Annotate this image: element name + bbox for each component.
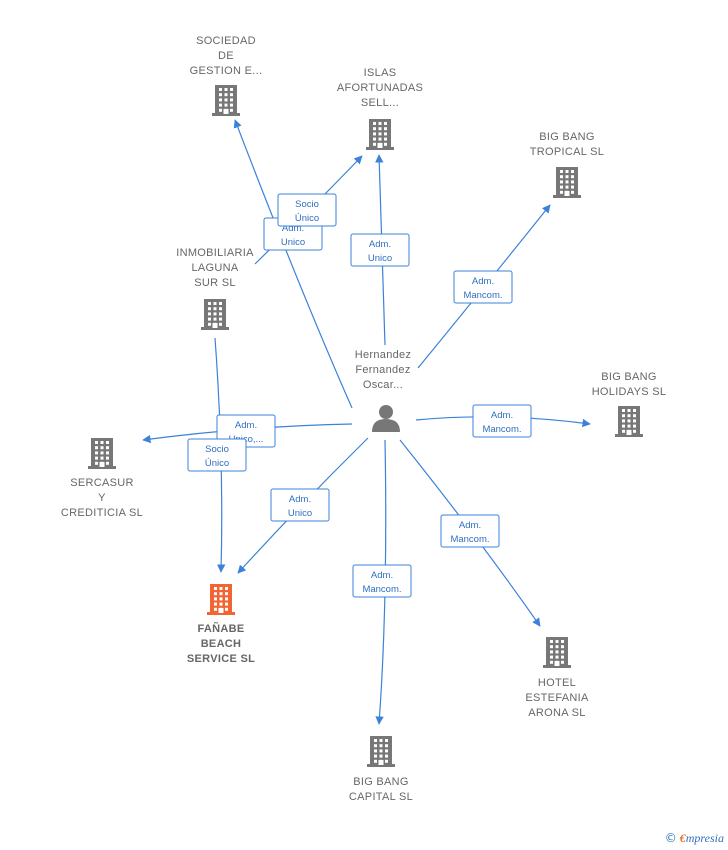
fanabe-label-line: SERVICE SL: [187, 653, 255, 665]
holidays-label-line: HOLIDAYS SL: [592, 386, 667, 398]
relation-badge-text: Único: [295, 213, 319, 224]
sociedad-building-icon: [212, 85, 240, 116]
relation-badge-text: Adm.: [472, 276, 494, 287]
relation-badge-text: Adm.: [371, 570, 393, 581]
node-estefania[interactable]: HOTEL ESTEFANIA ARONA SL: [525, 637, 589, 719]
capital-label-line: BIG BANG: [353, 776, 409, 788]
person-label-line: Oscar...: [363, 379, 403, 391]
brand-logo: ©€mpresia: [665, 831, 724, 846]
person-label-line: Fernandez: [355, 364, 410, 376]
inmobiliaria-label-line: INMOBILIARIA: [176, 247, 254, 259]
relation-badge-text: Adm.: [282, 223, 304, 234]
relation-badge-text: Mancom.: [362, 584, 401, 595]
islas-building-icon: [366, 119, 394, 150]
sercasur-label-line: SERCASUR: [70, 477, 134, 489]
fanabe-building-icon: [207, 584, 235, 615]
islas-label-line: ISLAS: [364, 67, 397, 79]
relation-badge-text: Mancom.: [450, 534, 489, 545]
relation-badge-text: Mancom.: [482, 424, 521, 435]
relation-badge-text: Socio: [295, 199, 319, 210]
relation-badge-text: Unico: [288, 508, 312, 519]
relation-badge: Adm. Mancom.: [453, 270, 513, 304]
person-label-line: Hernandez: [355, 349, 412, 361]
relation-badge-text: Unico: [368, 253, 392, 264]
tropical-label-line: TROPICAL SL: [530, 146, 604, 158]
node-holidays[interactable]: BIG BANG HOLIDAYS SL: [592, 371, 667, 437]
relation-badge-text: Adm.: [235, 420, 257, 431]
sociedad-label-line: DE: [218, 50, 234, 62]
person-icon: [372, 405, 400, 432]
brand-initial: €: [679, 831, 686, 845]
estefania-label-line: HOTEL: [538, 677, 576, 689]
node-tropical[interactable]: BIG BANG TROPICAL SL: [530, 131, 604, 198]
relation-badge: Adm. Mancom.: [352, 564, 412, 598]
tropical-label-line: BIG BANG: [539, 131, 595, 143]
relation-badge: Adm. Unico: [270, 488, 330, 522]
brand-name: mpresia: [685, 831, 724, 845]
estefania-label-line: ARONA SL: [528, 707, 585, 719]
sercasur-label-line: CREDITICIA SL: [61, 507, 143, 519]
relation-badges: Adm.UnicoSocioÚnicoAdm.UnicoAdm.Mancom.A…: [187, 193, 532, 598]
sercasur-building-icon: [88, 438, 116, 469]
sociedad-label-line: SOCIEDAD: [196, 35, 256, 47]
fanabe-label-line: BEACH: [201, 638, 242, 650]
relation-badge: Adm. Unico: [350, 233, 410, 267]
holidays-label-line: BIG BANG: [601, 371, 657, 383]
inmobiliaria-label-line: LAGUNA: [191, 262, 238, 274]
holidays-building-icon: [615, 406, 643, 437]
sociedad-label-line: GESTION E...: [190, 65, 263, 77]
tropical-building-icon: [553, 167, 581, 198]
relation-badge-text: Adm.: [289, 494, 311, 505]
node-sociedad[interactable]: SOCIEDAD DE GESTION E...: [190, 35, 263, 116]
node-inmobiliaria[interactable]: INMOBILIARIA LAGUNA SUR SL: [176, 247, 254, 330]
edge-person-to-sociedad: [233, 119, 353, 409]
inmobiliaria-building-icon: [201, 299, 229, 330]
capital-building-icon: [367, 736, 395, 767]
relation-badge-text: Unico: [281, 237, 305, 248]
sercasur-label-line: Y: [98, 492, 106, 504]
node-islas[interactable]: ISLAS AFORTUNADAS SELL...: [337, 67, 423, 150]
islas-label-line: AFORTUNADAS: [337, 82, 423, 94]
node-person[interactable]: HernandezFernandezOscar...: [355, 349, 412, 432]
relation-badge: Adm. Mancom.: [440, 514, 500, 548]
islas-label-line: SELL...: [361, 97, 399, 109]
estefania-building-icon: [543, 637, 571, 668]
fanabe-label-line: FAÑABE: [197, 622, 244, 635]
node-fanabe[interactable]: FAÑABE BEACH SERVICE SL: [187, 584, 255, 665]
estefania-label-line: ESTEFANIA: [525, 692, 589, 704]
node-capital[interactable]: BIG BANG CAPITAL SL: [349, 736, 413, 803]
relation-badge-text: Adm.: [491, 410, 513, 421]
capital-label-line: CAPITAL SL: [349, 791, 413, 803]
node-sercasur[interactable]: SERCASUR Y CREDITICIA SL: [61, 438, 143, 519]
relation-badge-text: Único: [205, 458, 229, 469]
copyright-symbol: ©: [664, 831, 677, 845]
relation-badge-text: Adm.: [459, 520, 481, 531]
relation-badge-text: Socio: [205, 444, 229, 455]
relation-badge: Adm. Mancom.: [472, 404, 532, 438]
relation-badge-text: Mancom.: [463, 290, 502, 301]
inmobiliaria-label-line: SUR SL: [194, 277, 236, 289]
relation-badge-text: Adm.: [369, 239, 391, 250]
